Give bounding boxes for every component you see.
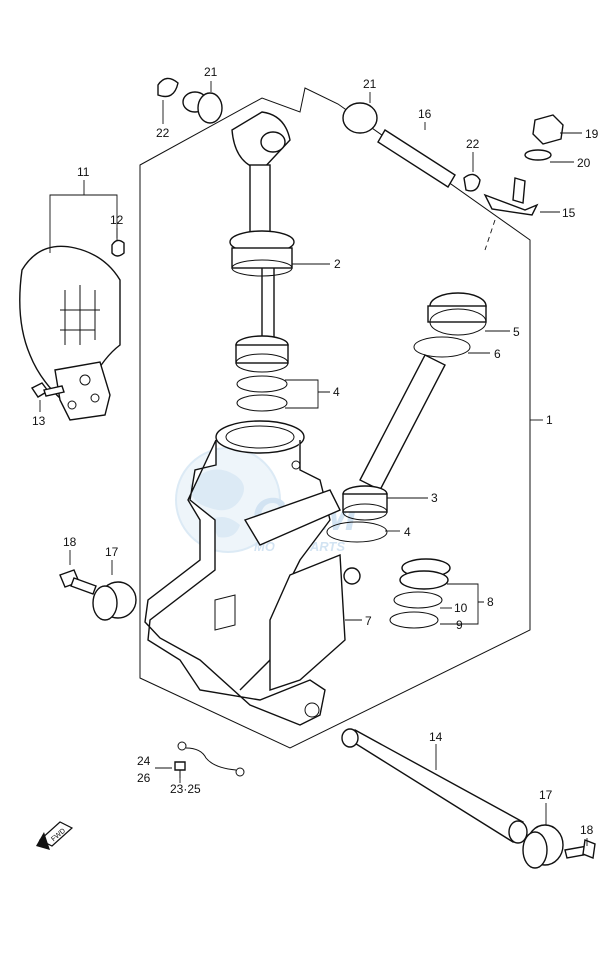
callout-24: 24 xyxy=(137,754,151,768)
grommet-part xyxy=(111,239,125,257)
callout-7: 7 xyxy=(365,614,372,628)
callout-13: 13 xyxy=(32,414,46,428)
fwd-arrow-icon: FWD xyxy=(36,821,74,850)
callout-17-right: 17 xyxy=(539,788,553,802)
callout-17-left: 17 xyxy=(105,545,119,559)
callout-3: 3 xyxy=(431,491,438,505)
cylinder-body-part xyxy=(144,420,361,726)
bolt-13-part xyxy=(30,382,65,398)
clip-22-left-part xyxy=(157,77,179,98)
callout-26: 26 xyxy=(137,771,151,785)
callout-22-right: 22 xyxy=(466,137,480,151)
bushing-17-left-part xyxy=(92,581,137,621)
callout-12: 12 xyxy=(110,213,124,227)
cap-5-part xyxy=(427,292,487,336)
manual-valve-15-part xyxy=(483,177,539,216)
piston-part xyxy=(235,335,289,373)
bushing-17-right-part xyxy=(522,824,564,869)
callout-4-lower: 4 xyxy=(404,525,411,539)
pin-14-part xyxy=(341,728,528,844)
o-ring-6-part xyxy=(413,336,471,358)
cover-part xyxy=(19,245,121,421)
shaft-16-part xyxy=(377,129,456,188)
piston-3-part xyxy=(342,485,388,521)
callout-1: 1 xyxy=(546,413,553,427)
callout-21-left: 21 xyxy=(204,65,218,79)
callout-19: 19 xyxy=(585,127,599,141)
clip-22-right-part xyxy=(463,173,481,192)
tilt-rod-part xyxy=(359,354,446,491)
callout-15: 15 xyxy=(562,206,576,220)
callout-8: 8 xyxy=(487,595,494,609)
cylinder-cap-2-part xyxy=(229,230,295,277)
callout-11: 11 xyxy=(77,165,90,179)
callout-6: 6 xyxy=(494,347,501,361)
bushing-21-left-part xyxy=(182,91,223,124)
callout-18-left: 18 xyxy=(63,535,77,549)
nut-19-part xyxy=(532,114,564,145)
seal-set-8-part xyxy=(389,558,451,629)
bolt-18-right-part xyxy=(564,839,596,859)
o-ring-4-lower-part xyxy=(326,521,388,543)
callout-2: 2 xyxy=(334,257,341,271)
callout-16: 16 xyxy=(418,107,432,121)
callout-22-left: 22 xyxy=(156,126,170,140)
trim-rod-part xyxy=(231,111,291,346)
callout-18-right: 18 xyxy=(580,823,594,837)
callout-5: 5 xyxy=(513,325,520,339)
callout-9: 9 xyxy=(456,618,463,632)
o-rings-4-upper-part xyxy=(236,375,288,412)
callout-10: 10 xyxy=(454,601,468,615)
bolt-18-left-part xyxy=(59,569,97,595)
callout-20: 20 xyxy=(577,156,591,170)
callout-21-right: 21 xyxy=(363,77,377,91)
bushing-21-right-part xyxy=(342,102,378,134)
callout-14: 14 xyxy=(429,730,443,744)
callouts: 1 2 3 4 4 5 6 7 8 9 10 11 12 13 14 15 16… xyxy=(32,65,599,837)
washer-20-part xyxy=(524,149,552,161)
callout-23-25: 23·25 xyxy=(170,782,201,796)
ground-lead-part xyxy=(174,741,245,778)
cover-bracket xyxy=(49,194,118,253)
callout-4-upper: 4 xyxy=(333,385,340,399)
